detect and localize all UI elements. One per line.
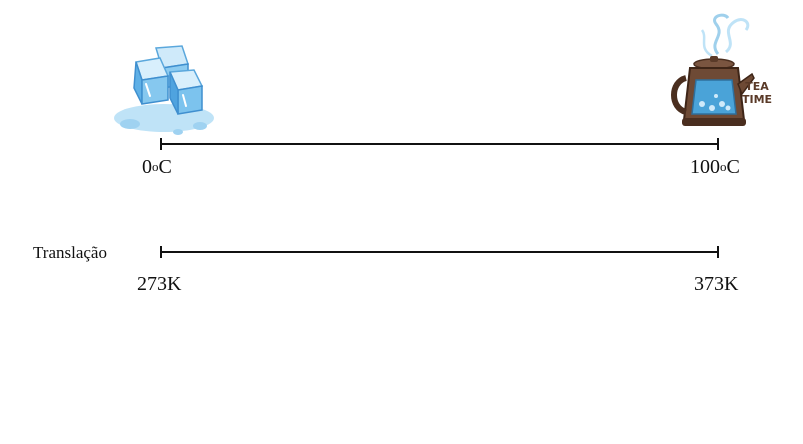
celsius-left-tick (160, 138, 162, 150)
celsius-left-label: 0oC (142, 156, 172, 178)
kelvin-left-label: 273K (137, 273, 182, 295)
kelvin-right-tick (717, 246, 719, 258)
teapot-text: TEA TIME (741, 80, 773, 106)
celsius-right-label: 100oC (690, 156, 740, 178)
teapot-icon (671, 13, 755, 126)
ice-cubes-icon (114, 45, 214, 135)
kelvin-scale-line (160, 246, 719, 258)
kelvin-right-label: 373K (694, 273, 739, 295)
celsius-right-tick (717, 138, 719, 150)
celsius-scale-line (160, 138, 719, 150)
kelvin-left-tick (160, 246, 162, 258)
celsius-bar (160, 143, 719, 145)
kelvin-bar (160, 251, 719, 253)
translation-label: Translação (33, 243, 107, 262)
